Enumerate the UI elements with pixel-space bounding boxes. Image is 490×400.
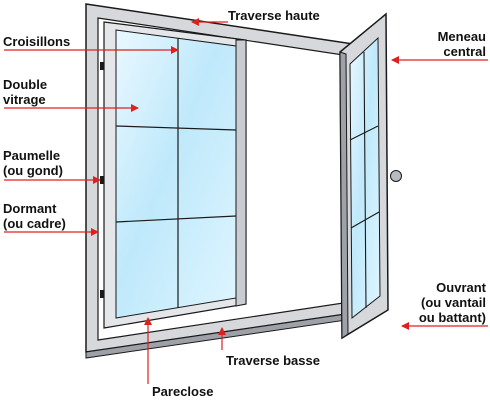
indicator-arrows xyxy=(4,18,488,384)
label-dormant-line2: (ou cadre) xyxy=(3,216,66,231)
label-ouvrant-line2: (ou vantail xyxy=(420,295,486,310)
label-paumelle-line2: (ou gond) xyxy=(3,163,63,178)
left-glass xyxy=(115,29,237,319)
right-sash-edge xyxy=(339,51,349,339)
label-croisillons: Croisillons xyxy=(3,34,70,49)
label-traverse-haute: Traverse haute xyxy=(228,8,320,23)
label-pareclose: Pareclose xyxy=(152,384,213,399)
label-traverse-haute-text: Traverse haute xyxy=(228,8,320,23)
croisillons-grid xyxy=(115,38,237,308)
label-dormant-line1: Dormant xyxy=(3,201,57,216)
central-mullion xyxy=(235,39,247,307)
handle-knob xyxy=(390,170,402,182)
label-croisillons-text: Croisillons xyxy=(3,34,71,49)
label-ouvrant: Ouvrant (ou vantail ou battant) xyxy=(400,280,486,325)
label-dormant: Dormant (ou cadre) xyxy=(3,201,66,231)
label-traverse-basse: Traverse basse xyxy=(226,353,320,368)
label-ouvrant-line1: Ouvrant xyxy=(436,280,486,295)
label-traverse-basse-text: Traverse basse xyxy=(226,353,320,368)
label-double-vitrage-line2: vitrage xyxy=(3,92,46,107)
label-double-vitrage-line1: Double xyxy=(3,77,48,92)
hinges xyxy=(100,62,104,298)
label-pareclose-text: Pareclose xyxy=(152,384,214,399)
label-meneau-central-line1: Meneau xyxy=(437,29,486,44)
label-ouvrant-line3: ou battant) xyxy=(418,310,486,325)
label-meneau-central-line2: central xyxy=(443,44,486,59)
label-paumelle: Paumelle (ou gond) xyxy=(3,148,63,178)
label-double-vitrage: Double vitrage xyxy=(3,77,47,107)
label-meneau-central: Meneau central xyxy=(410,29,486,59)
right-croisillons xyxy=(349,51,380,309)
label-paumelle-line1: Paumelle xyxy=(3,148,61,163)
